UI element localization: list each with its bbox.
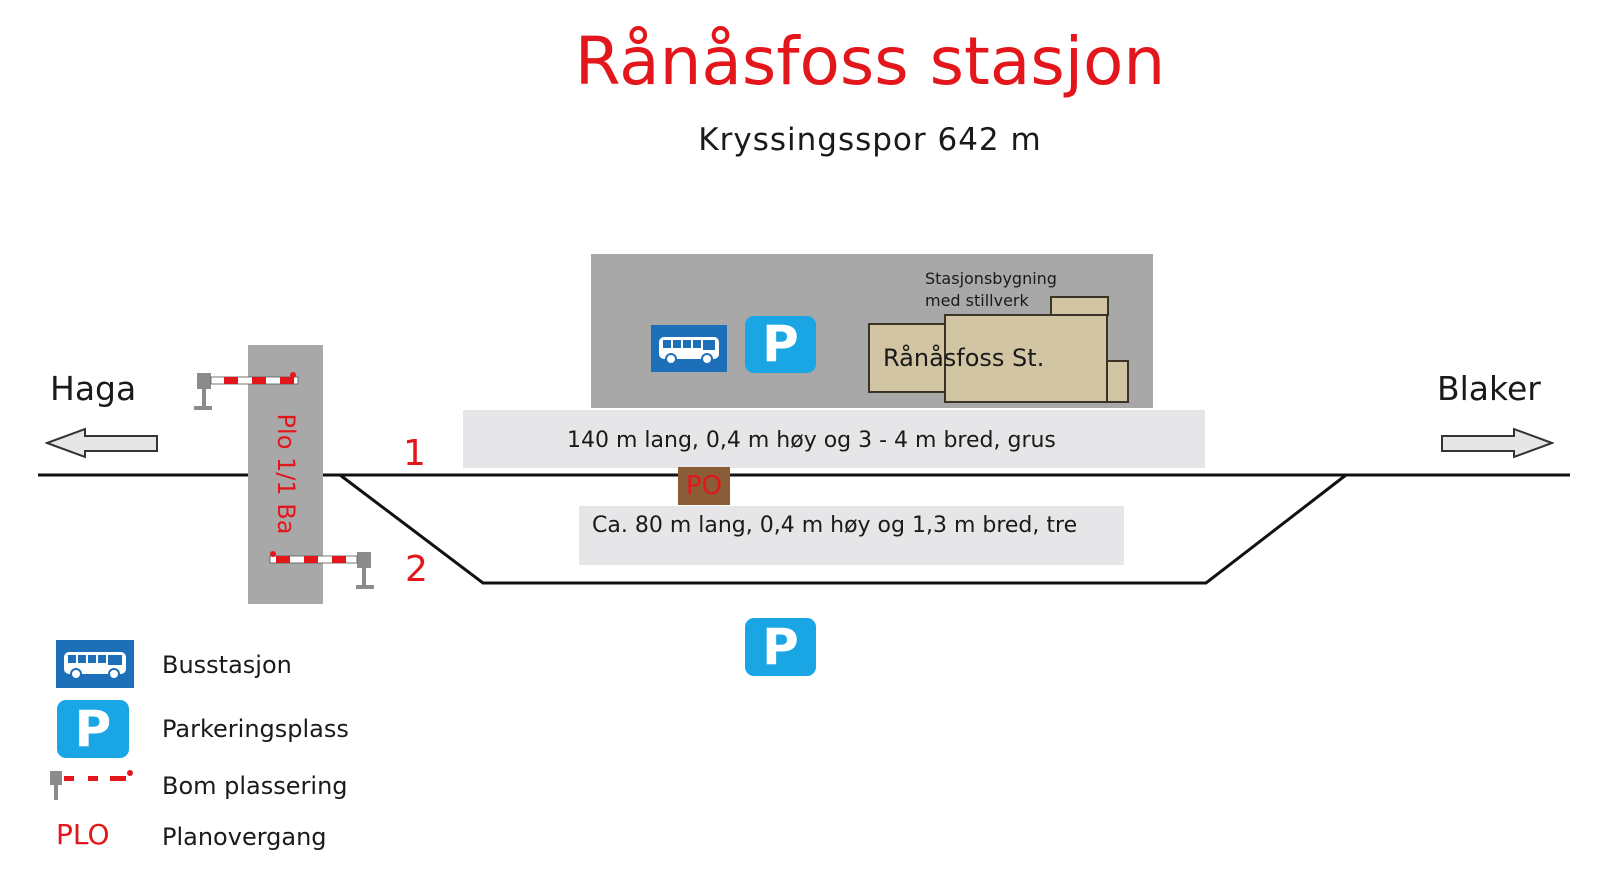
diagram-subtitle: Kryssingsspor 642 m	[698, 122, 1042, 158]
station-building-label: Rånåsfoss St.	[883, 344, 1045, 372]
platform-track-1-text: 140 m lang, 0,4 m høy og 3 - 4 m bred, g…	[567, 428, 1056, 453]
legend-parking-label: Parkeringsplass	[162, 715, 349, 743]
track-1-number: 1	[403, 433, 426, 474]
legend-parking-icon: P	[57, 700, 129, 758]
arrow-right-icon	[1441, 427, 1554, 459]
caption-line-2: med stillverk	[925, 291, 1029, 310]
legend-barrier-label: Bom plassering	[162, 772, 348, 800]
legend-bus-label: Busstasjon	[162, 651, 292, 679]
station-building-caption: Stasjonsbygning med stillverk	[925, 268, 1057, 312]
po-marker: PO	[678, 467, 730, 505]
platform-track-1	[463, 410, 1205, 468]
track-2-line	[339, 473, 1347, 585]
direction-right-label: Blaker	[1437, 369, 1541, 408]
direction-left-label: Haga	[50, 369, 137, 408]
level-crossing-label: Plo 1/1 Ba	[272, 413, 300, 535]
legend-plo-symbol: PLO	[56, 818, 110, 851]
legend-barrier-icon	[50, 770, 133, 800]
track-2-number: 2	[405, 549, 428, 590]
platform-track-2	[579, 506, 1124, 565]
bus-icon	[651, 325, 727, 372]
legend-bus-icon	[56, 640, 134, 688]
barrier-icon	[269, 551, 374, 589]
parking-icon: P	[745, 316, 816, 373]
diagram-title: Rånåsfoss stasjon	[574, 23, 1166, 100]
legend-plo-label: Planovergang	[162, 823, 327, 851]
barrier-icon	[194, 372, 299, 410]
parking-icon: P	[745, 618, 816, 676]
platform-track-2-text: Ca. 80 m lang, 0,4 m høy og 1,3 m bred, …	[592, 513, 1078, 538]
caption-line-1: Stasjonsbygning	[925, 269, 1057, 288]
arrow-left-icon	[45, 427, 158, 459]
station-building	[944, 314, 1108, 403]
